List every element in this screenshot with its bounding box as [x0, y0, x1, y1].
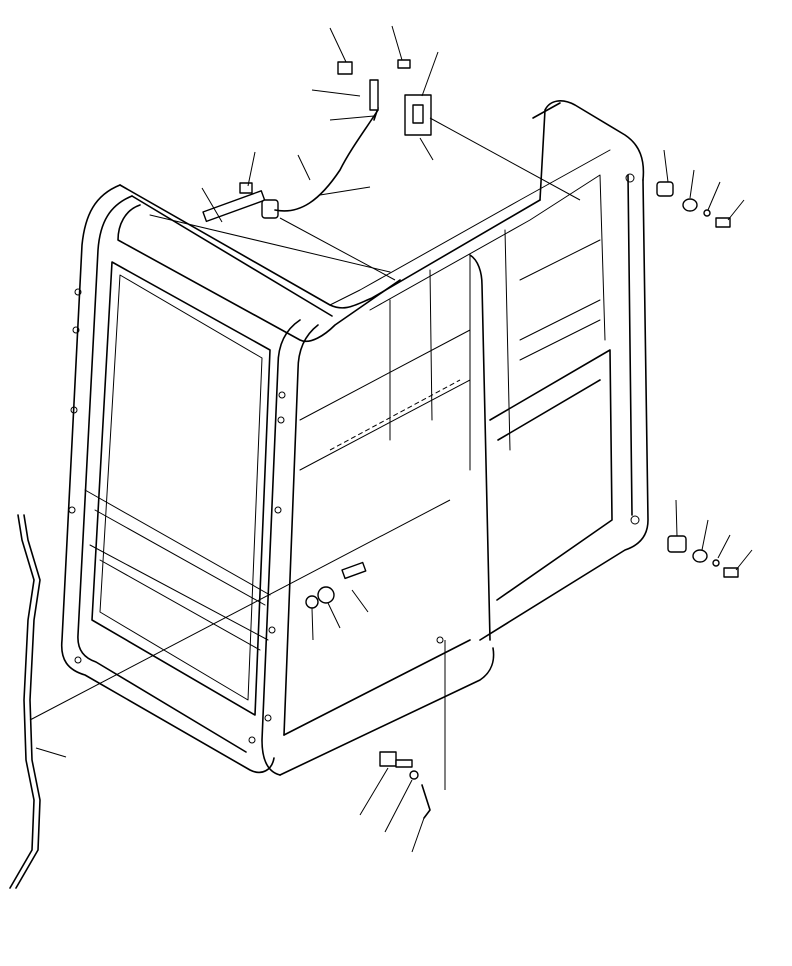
bolt-upper [715, 217, 731, 228]
bolt-middle [341, 561, 367, 580]
washer-upper [703, 209, 711, 217]
washer-lower [712, 559, 720, 567]
bolt-top-right [397, 59, 411, 69]
cab-frame [60, 100, 649, 776]
bolt-bottom-shank [395, 759, 413, 768]
bolt-top-left [337, 61, 353, 75]
rubber-mount-upper [656, 181, 674, 197]
washer-middle [305, 595, 319, 609]
bolt-roof [239, 182, 253, 194]
rubber-mount-lower [667, 535, 687, 553]
leader-lines [35, 25, 753, 853]
seal-strip [9, 514, 41, 889]
nut-upper [682, 198, 698, 212]
cab-inner-structure [84, 149, 611, 651]
nut-lower [692, 549, 708, 563]
wiring-harness-assembly [202, 79, 432, 223]
reference-lines [29, 117, 581, 790]
fasteners [239, 59, 739, 819]
washer-bottom [409, 770, 419, 780]
bolt-bottom [379, 751, 397, 767]
frame-holes [68, 173, 640, 744]
clip-middle [317, 586, 335, 604]
clip-bottom [421, 784, 431, 819]
bolt-lower [723, 567, 739, 578]
